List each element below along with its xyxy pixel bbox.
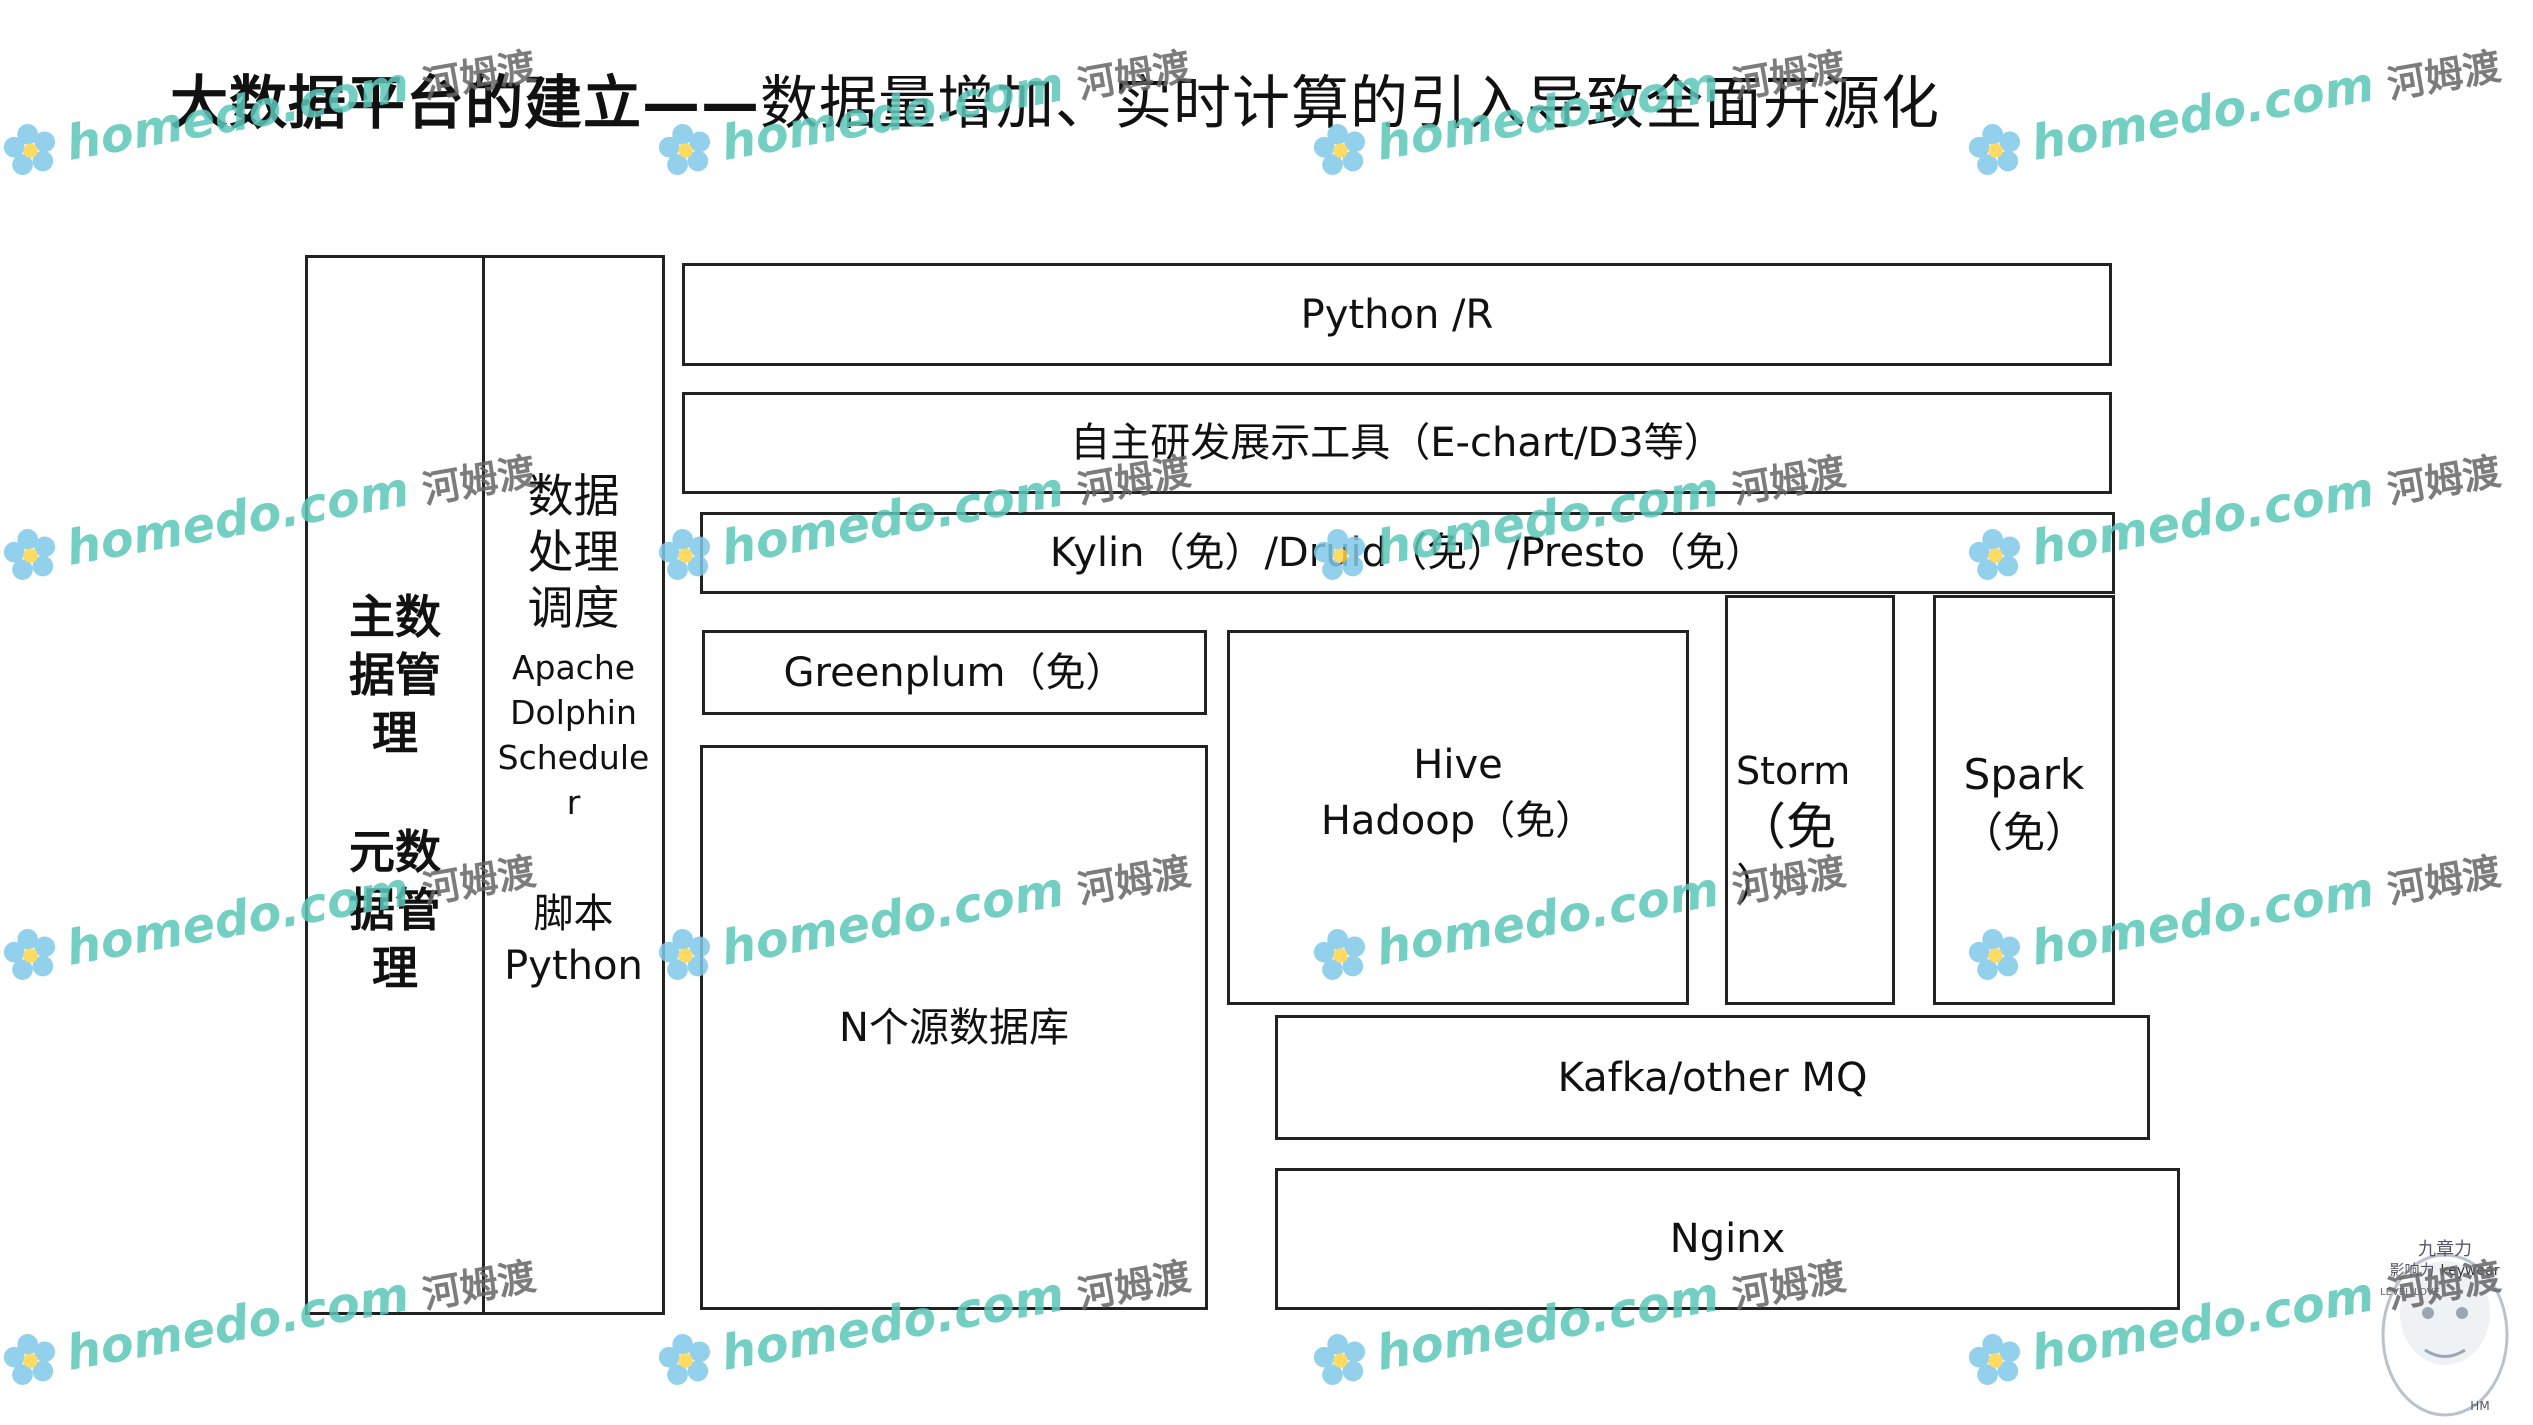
- kylin-druid-presto-box: Kylin（免）/Druid（免）/Presto（免）: [700, 512, 2115, 594]
- spark-label: Spark （免）: [1960, 750, 2087, 857]
- meta-data-label: 元数 据管 理: [349, 825, 441, 995]
- master-data-label: 主数 据管 理: [349, 590, 441, 760]
- scheduler-en-label: Apache Dolphin Schedule r: [497, 648, 650, 822]
- source-db-label: N个源数据库: [839, 1004, 1069, 1051]
- scheduler-script-label: 脚本 Python: [504, 891, 643, 989]
- corner-art-word-1: 九章力: [2418, 1239, 2472, 1260]
- hive-hadoop-label: Hive Hadoop（免）: [1320, 741, 1596, 844]
- kylin-druid-presto-label: Kylin（免）/Druid（免）/Presto（免）: [1049, 530, 1766, 576]
- corner-art-word-3: keywear: [2441, 1263, 2500, 1279]
- page-title: 大数据平台的建立——数据量增加、实时计算的引入导致全面开源化: [170, 56, 1940, 140]
- nginx-label: Nginx: [1669, 1216, 1786, 1262]
- corner-art-word-2: 影响力: [2389, 1261, 2434, 1279]
- flower-logo-icon: [658, 1334, 711, 1385]
- storm-label: Storm （免 ）: [1736, 749, 1851, 911]
- title-rest: 数据量增加、实时计算的引入导致全面开源化: [760, 69, 1941, 137]
- spark-box: Spark （免）: [1933, 595, 2115, 1005]
- source-db-box: N个源数据库: [700, 745, 1208, 1310]
- watermark-cn: 河姆渡: [2384, 43, 2504, 107]
- flower-logo-icon: [3, 929, 56, 980]
- watermark-brand: homedo.com: [2027, 56, 2379, 172]
- corner-art-word-5: HM: [2470, 1399, 2489, 1413]
- hive-hadoop-box: Hive Hadoop（免）: [1227, 630, 1689, 1005]
- display-tool-box: 自主研发展示工具（E-chart/D3等）: [682, 392, 2112, 494]
- flower-logo-icon: [1313, 1334, 1366, 1385]
- kafka-label: Kafka/other MQ: [1557, 1054, 1868, 1101]
- kafka-box: Kafka/other MQ: [1275, 1015, 2150, 1140]
- python-r-box: Python /R: [682, 263, 2112, 366]
- scheduler-cn-label: 数据 处理 调度: [527, 469, 620, 635]
- word-cloud-portrait-image: 九章力 影响力 keywear LEVEL LOVE HM: [2380, 1239, 2509, 1417]
- greenplum-label: Greenplum（免）: [783, 649, 1126, 696]
- watermark-cn: 河姆渡: [2384, 448, 2504, 512]
- watermark-cn: 河姆渡: [2384, 848, 2504, 912]
- flower-logo-icon: [3, 529, 56, 580]
- storm-box: Storm （免 ）: [1725, 595, 1895, 1005]
- title-bold: 大数据平台的建立——: [170, 69, 761, 137]
- display-tool-label: 自主研发展示工具（E-chart/D3等）: [1070, 420, 1724, 466]
- flower-logo-icon: [3, 1334, 56, 1385]
- corner-art-word-4: LEVEL LOVE: [2380, 1287, 2440, 1298]
- flower-logo-icon: [1968, 1334, 2021, 1385]
- greenplum-box: Greenplum（免）: [702, 630, 1207, 715]
- flower-logo-icon: [3, 124, 56, 175]
- data-management-box: 主数 据管 理 元数 据管 理: [305, 255, 485, 1315]
- scheduler-box: 数据 处理 调度 Apache Dolphin Schedule r 脚本 Py…: [482, 255, 665, 1315]
- python-r-label: Python /R: [1300, 291, 1494, 338]
- nginx-box: Nginx: [1275, 1168, 2180, 1310]
- flower-logo-icon: [1968, 124, 2021, 175]
